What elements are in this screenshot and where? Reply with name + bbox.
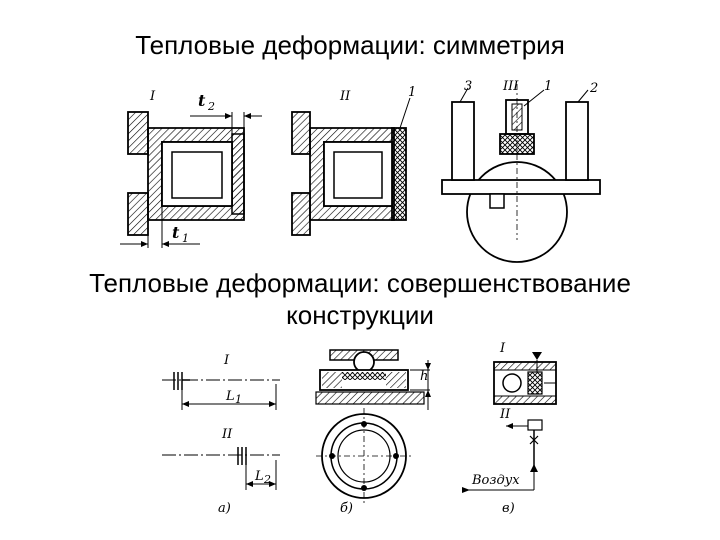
title-improvement-line2: конструкции (286, 300, 434, 330)
label-variant-I: I (149, 89, 156, 104)
label-c-I: I (499, 341, 506, 356)
caption-c: в) (502, 501, 515, 516)
label-t2-sub: 2 (207, 100, 215, 113)
label-air: Воздух (471, 473, 520, 488)
label-L2-sub: 2 (263, 473, 271, 486)
caption-a: а) (218, 501, 231, 516)
label-variant-III: III (502, 79, 519, 94)
label-3: 3 (464, 79, 472, 94)
label-c-II: II (499, 407, 511, 422)
label-1-variant-III: 1 (544, 79, 552, 94)
label-a-II: II (221, 427, 233, 442)
diagram-c (462, 352, 557, 493)
diagram-a (162, 372, 280, 490)
label-L1: L (225, 389, 235, 404)
diagram-variant-2 (291, 97, 411, 236)
diagram-variant-1 (120, 111, 262, 248)
title-symmetry: Тепловые деформации: симметрия (135, 30, 565, 60)
label-a-I: I (223, 353, 230, 368)
label-h: h (420, 369, 428, 384)
label-2: 2 (589, 81, 598, 96)
caption-b: б) (340, 501, 353, 516)
label-L2: L (254, 469, 264, 484)
title-improvement-line1: Тепловые деформации: совершенствование (89, 268, 631, 298)
diagram-b (315, 349, 431, 504)
label-t2: t (198, 91, 206, 110)
label-t1: t (172, 223, 180, 242)
label-1-variant-II: 1 (408, 85, 416, 100)
label-variant-II: II (339, 89, 351, 104)
label-L1-sub: 1 (235, 393, 242, 406)
diagram-variant-3 (441, 84, 601, 263)
label-t1-sub: 1 (182, 232, 189, 245)
